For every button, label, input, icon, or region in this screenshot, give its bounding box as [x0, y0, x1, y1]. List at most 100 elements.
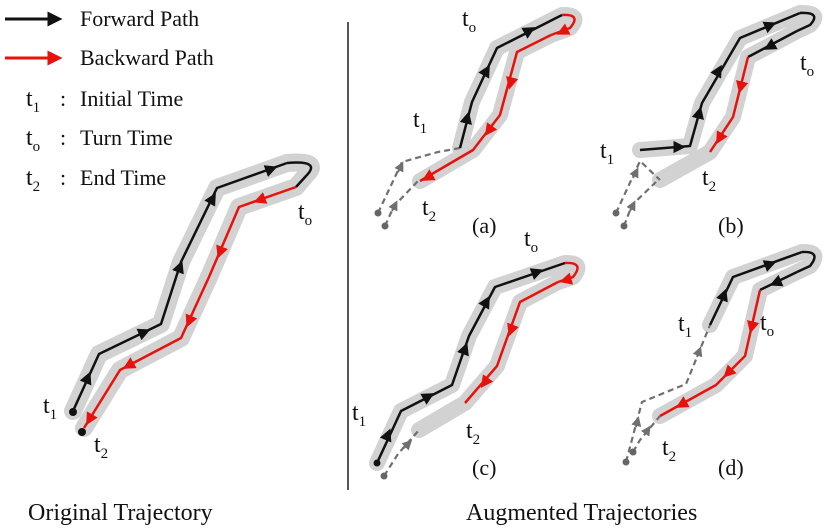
- backward-arrowhead-icon: [506, 75, 519, 90]
- forward-arrowhead-icon: [459, 111, 472, 126]
- legend-backward-item: Backward Path: [5, 45, 214, 70]
- panel-a-t1-label: t1: [413, 107, 427, 137]
- panel-a-backward-path: [419, 33, 552, 183]
- panel-b-t2-label: t2: [702, 165, 716, 195]
- dashed-arrowhead-icon: [401, 439, 413, 451]
- panel-b-dashed: [615, 159, 661, 214]
- backward-arrowhead-icon: [556, 23, 571, 35]
- caption-augmented: Augmented Trajectories: [466, 500, 697, 526]
- forward-arrowhead-icon: [420, 393, 435, 405]
- panel-b-t1-label: t1: [600, 138, 614, 168]
- panel-b-end-dot: [620, 222, 628, 230]
- forward-arrowhead-icon: [521, 27, 536, 39]
- dashed-arrowhead-icon: [692, 346, 703, 358]
- legend-t2-symbol: t2: [26, 165, 40, 195]
- forward-arrowhead-icon: [172, 260, 184, 275]
- legend-t1-item: t1 : Initial Time: [26, 86, 183, 116]
- original-turn-loop: [286, 161, 313, 188]
- backward-arrowhead-icon: [736, 79, 749, 94]
- panel-d-turn-loop: [796, 250, 816, 274]
- legend-t2-colon: :: [60, 165, 66, 190]
- backward-arrowhead-icon: [763, 38, 778, 50]
- original-start-dot: [69, 408, 77, 416]
- panel-b-turn-loop: [796, 11, 816, 33]
- panel-b-shadow: [632, 4, 823, 188]
- panel-c-t2-label: t2: [466, 418, 480, 448]
- panel-d-dashed-2: [632, 415, 661, 453]
- panel-a-dashed: [377, 146, 461, 214]
- panel-a-shadow: [412, 6, 583, 189]
- legend-t2-item: t2 : End Time: [26, 165, 166, 195]
- backward-arrowhead-icon: [747, 319, 760, 334]
- panel-c-forward-path: [375, 261, 566, 464]
- forward-arrowhead-icon: [762, 260, 777, 272]
- backward-arrowhead-icon: [723, 364, 737, 378]
- legend-t2-text: End Time: [80, 165, 166, 190]
- dashed-arrowhead-icon: [626, 200, 636, 212]
- original-t1-label: t1: [43, 393, 57, 423]
- original-backward-path: [82, 185, 297, 429]
- legend-backward-label: Backward Path: [80, 45, 214, 70]
- backward-arrowhead-icon: [480, 374, 494, 389]
- backward-arrowhead-icon: [507, 322, 519, 337]
- panel-a-label: (a): [472, 213, 496, 238]
- panel-a-t2-label: t2: [422, 195, 436, 225]
- original-trajectory: t1 t2 to: [43, 153, 320, 462]
- panel-d: t1 to t2 (d): [622, 243, 823, 480]
- panel-a-dashed-2: [383, 180, 419, 227]
- backward-arrowhead-icon: [253, 192, 268, 204]
- forward-arrowhead-icon: [716, 288, 728, 303]
- forward-arrowhead-icon: [204, 192, 216, 207]
- legend-t1-text: Initial Time: [80, 86, 183, 111]
- dashed-arrowhead-icon: [394, 161, 404, 173]
- forward-arrowhead-icon: [478, 64, 490, 79]
- backward-arrowhead-icon: [675, 396, 690, 408]
- panel-d-t1-label: t1: [678, 311, 692, 341]
- original-backward-arrows: [86, 192, 268, 426]
- legend-to-text: Turn Time: [80, 125, 173, 150]
- backward-arrowhead-icon: [86, 411, 98, 426]
- legend-to-symbol: to: [26, 125, 40, 155]
- forward-arrowhead-icon: [457, 342, 469, 357]
- panel-b-label: (b): [718, 213, 744, 238]
- panel-c-to-label: to: [524, 226, 538, 256]
- original-end-dot: [78, 428, 86, 436]
- forward-arrowhead-icon: [478, 295, 490, 310]
- panel-d-to-label: to: [760, 310, 774, 340]
- dashed-arrowhead-icon: [640, 425, 651, 437]
- panel-a-to-label: to: [462, 6, 476, 36]
- legend-t1-colon: :: [60, 86, 66, 111]
- panel-b: t1 to t2 (b): [600, 4, 823, 238]
- forward-arrowhead-icon: [710, 64, 722, 79]
- panel-b-start-dot: [612, 209, 620, 217]
- panel-c: t1 to t2 (c): [352, 226, 586, 480]
- legend-to-colon: :: [60, 125, 66, 150]
- original-to-label: to: [298, 199, 312, 229]
- panel-c-label: (c): [472, 455, 496, 480]
- panel-a: t1 to t2 (a): [374, 6, 583, 238]
- dashed-arrowhead-icon: [629, 167, 639, 179]
- forward-arrowhead-icon: [136, 328, 151, 341]
- panel-d-t2-label: t2: [662, 435, 676, 465]
- backward-arrowhead-icon: [484, 122, 498, 137]
- forward-arrowhead-icon: [691, 106, 704, 121]
- panel-b-dashed-2: [622, 181, 657, 227]
- forward-arrowhead-icon: [79, 371, 92, 386]
- forward-arrowhead-icon: [263, 165, 278, 177]
- panel-d-label: (d): [718, 455, 744, 480]
- legend: Forward Path Backward Path t1 : Initial …: [5, 6, 214, 195]
- original-forward-arrows: [79, 165, 278, 386]
- dashed-arrowhead-icon: [388, 200, 398, 212]
- backward-arrowhead-icon: [185, 313, 198, 328]
- legend-forward-label: Forward Path: [80, 6, 199, 31]
- backward-arrowhead-icon: [716, 130, 728, 145]
- forward-arrowhead-icon: [379, 428, 392, 443]
- panel-a-start-dot: [374, 209, 382, 217]
- forward-arrowhead-icon: [762, 21, 777, 34]
- panel-d-end-dot: [629, 448, 637, 456]
- caption-original: Original Trajectory: [28, 500, 213, 526]
- backward-arrowhead-icon: [421, 169, 436, 181]
- original-forward-path: [71, 161, 288, 412]
- backward-arrowhead-icon: [769, 274, 784, 287]
